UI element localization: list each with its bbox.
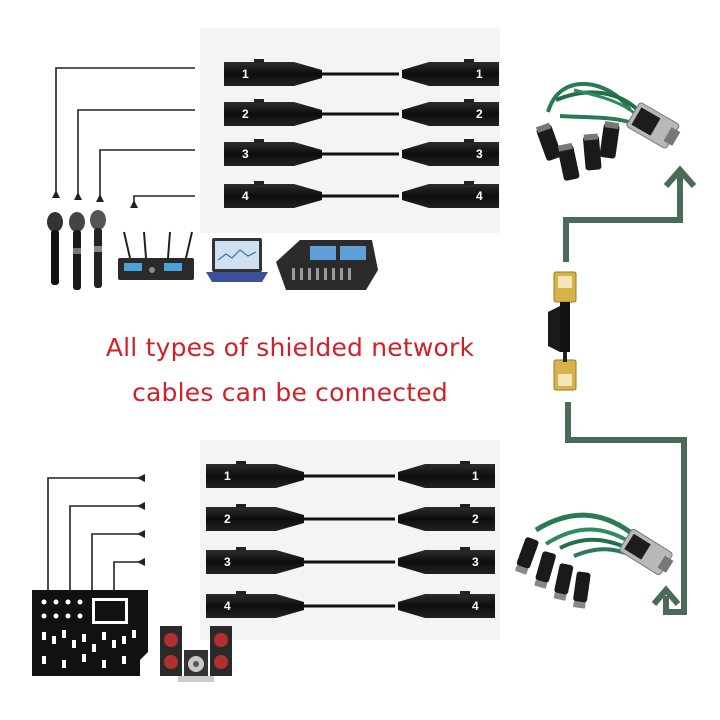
xlr-connector-left-icon <box>206 547 304 574</box>
xlr-connector-left-icon <box>206 591 304 618</box>
cable-number-left: 4 <box>242 189 249 203</box>
xlr-ethernet-snake-male-icon <box>514 512 674 609</box>
cable-number-right: 3 <box>472 555 479 569</box>
cable-number-right: 2 <box>472 512 479 526</box>
cable-number-left: 4 <box>224 599 231 613</box>
handheld-microphone-icon <box>69 212 85 290</box>
handheld-microphone-icon <box>90 210 106 288</box>
speaker-stack-icon <box>160 626 232 682</box>
xlr-connector-left-icon <box>224 59 322 86</box>
xlr-connector-right-icon <box>402 99 499 126</box>
cable-number-right: 1 <box>476 67 483 81</box>
laptop-icon <box>206 238 268 282</box>
xlr-connector-right-icon <box>402 139 499 166</box>
caption-line-2: cables can be connected <box>132 378 448 407</box>
cable-number-right: 1 <box>472 469 479 483</box>
xlr-connector-left-icon <box>224 139 322 166</box>
xlr-connector-right-icon <box>402 181 499 208</box>
cable-number-right: 3 <box>476 147 483 161</box>
rj45-coupler-icon <box>548 271 577 391</box>
cable-number-left: 3 <box>242 147 249 161</box>
xlr-connector-right-icon <box>402 59 499 86</box>
xlr-connector-left-icon <box>224 99 322 126</box>
xlr-connector-right-icon <box>398 504 495 531</box>
xlr-connector-right-icon <box>398 461 495 488</box>
xlr-connector-left-icon <box>206 461 304 488</box>
handheld-microphone-icon <box>47 212 63 285</box>
wireless-receiver-icon <box>118 231 194 280</box>
bottom-routing-lines <box>47 474 145 590</box>
top-routing-lines <box>52 67 195 208</box>
signal-path-arrow <box>563 165 697 615</box>
cable-number-left: 1 <box>224 469 231 483</box>
mixer-panel-icon <box>32 590 148 676</box>
xlr-connector-right-icon <box>398 591 495 618</box>
xlr-connector-right-icon <box>398 547 495 574</box>
cable-number-right: 2 <box>476 107 483 121</box>
xlr-connector-left-icon <box>206 504 304 531</box>
xlr-connector-left-icon <box>224 181 322 208</box>
caption-line-1: All types of shielded network <box>105 333 475 362</box>
cable-number-left: 2 <box>242 107 249 121</box>
cable-number-right: 4 <box>472 599 479 613</box>
cable-number-left: 2 <box>224 512 231 526</box>
xlr-ethernet-snake-female-icon <box>535 82 681 181</box>
cable-number-left: 1 <box>242 67 249 81</box>
cable-number-right: 4 <box>476 189 483 203</box>
cable-number-left: 3 <box>224 555 231 569</box>
mixing-console-icon <box>276 240 378 290</box>
